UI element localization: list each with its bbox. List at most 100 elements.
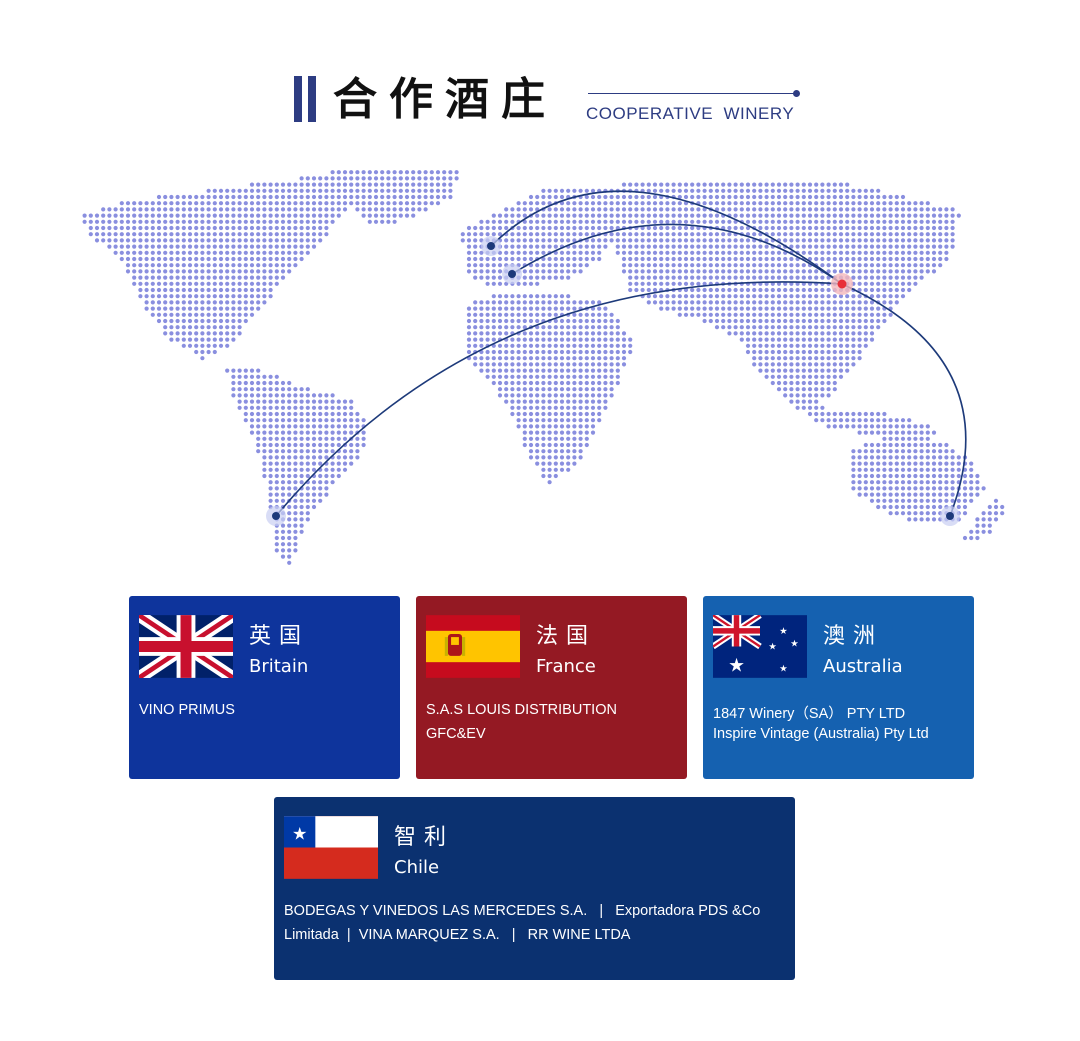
map-dot [708,188,713,193]
map-dot [330,430,335,435]
map-dot [181,331,186,336]
map-dot [572,411,577,417]
map-dot [869,411,875,417]
map-dot [566,461,571,466]
map-dot [404,188,410,193]
map-dot [758,343,763,348]
map-dot [944,256,949,262]
map-dot [820,405,825,410]
map-dot [578,442,583,448]
map-dot [324,436,329,441]
map-dot [194,269,199,274]
map-dot [628,263,633,268]
map-dot [956,504,961,510]
map-dot [925,492,930,497]
map-dot [479,232,484,237]
map-dot [448,182,453,187]
map-dot [900,294,906,299]
map-dot [398,170,403,175]
map-dot [466,225,472,231]
map-dot [907,436,912,441]
map-dot [305,219,310,224]
map-dot [764,312,769,317]
map-dot [504,374,509,379]
map-dot [535,213,540,218]
map-dot [603,306,608,311]
map-dot [243,225,248,231]
winery-name: S.A.S LOUIS DISTRIBUTION [426,702,617,718]
map-dot [652,182,658,187]
map-dot [553,467,558,472]
map-dot [547,213,552,218]
map-dot [869,480,875,485]
map-dot [851,213,856,218]
map-dot [212,244,217,249]
map-dot [764,250,769,255]
map-dot [882,418,887,423]
map-dot [156,219,162,224]
map-dot [125,256,131,262]
map-dot [721,269,726,274]
map-dot [714,306,720,311]
map-dot [541,225,546,231]
map-dot [169,318,174,324]
map-dot [727,250,732,255]
map-dot [925,449,930,454]
map-dot [156,207,162,212]
map-dot [330,201,335,206]
map-dot [925,219,930,224]
map-dot [807,374,813,379]
map-dot [969,461,974,466]
map-dot [361,201,366,206]
map-dot [200,244,205,249]
map-dot [628,213,633,218]
map-dot [225,331,230,336]
map-dot [144,213,149,218]
map-dot [832,238,837,243]
map-dot [683,188,689,193]
map-dot [721,325,726,330]
map-dot [603,374,608,379]
map-dot [975,492,980,497]
map-dot [324,182,329,187]
map-dot [361,213,366,218]
map-dot [522,411,527,417]
map-dot [243,294,248,299]
map-dot [913,517,918,522]
map-dot [559,349,565,355]
map-dot [305,517,310,522]
map-dot [330,393,335,398]
map-dot [528,387,534,392]
map-dot [863,486,868,491]
map-dot [510,312,515,317]
map-dot [231,232,236,237]
map-dot [541,201,546,206]
title-divider [588,93,796,94]
map-dot [342,424,348,429]
map-dot [677,281,682,286]
map-dot [900,418,906,423]
map-dot [553,399,558,404]
map-dot [863,455,868,460]
map-dot [888,232,893,237]
map-dot [268,498,273,503]
map-dot [516,387,521,392]
map-dot [584,194,589,200]
map-dot [547,380,552,386]
map-dot [330,176,335,181]
map-dot [355,418,360,423]
map-dot [491,232,496,237]
map-dot [566,201,571,206]
map-dot [94,213,100,218]
map-dot [293,219,298,224]
map-dot [826,250,831,255]
map-dot [497,343,503,348]
map-dot [690,207,695,212]
map-dot [869,455,875,460]
map-dot [578,436,583,441]
map-dot [442,176,447,181]
map-dot [516,294,521,299]
map-dot [566,263,571,268]
map-dot [820,300,825,305]
map-dot [491,306,496,311]
